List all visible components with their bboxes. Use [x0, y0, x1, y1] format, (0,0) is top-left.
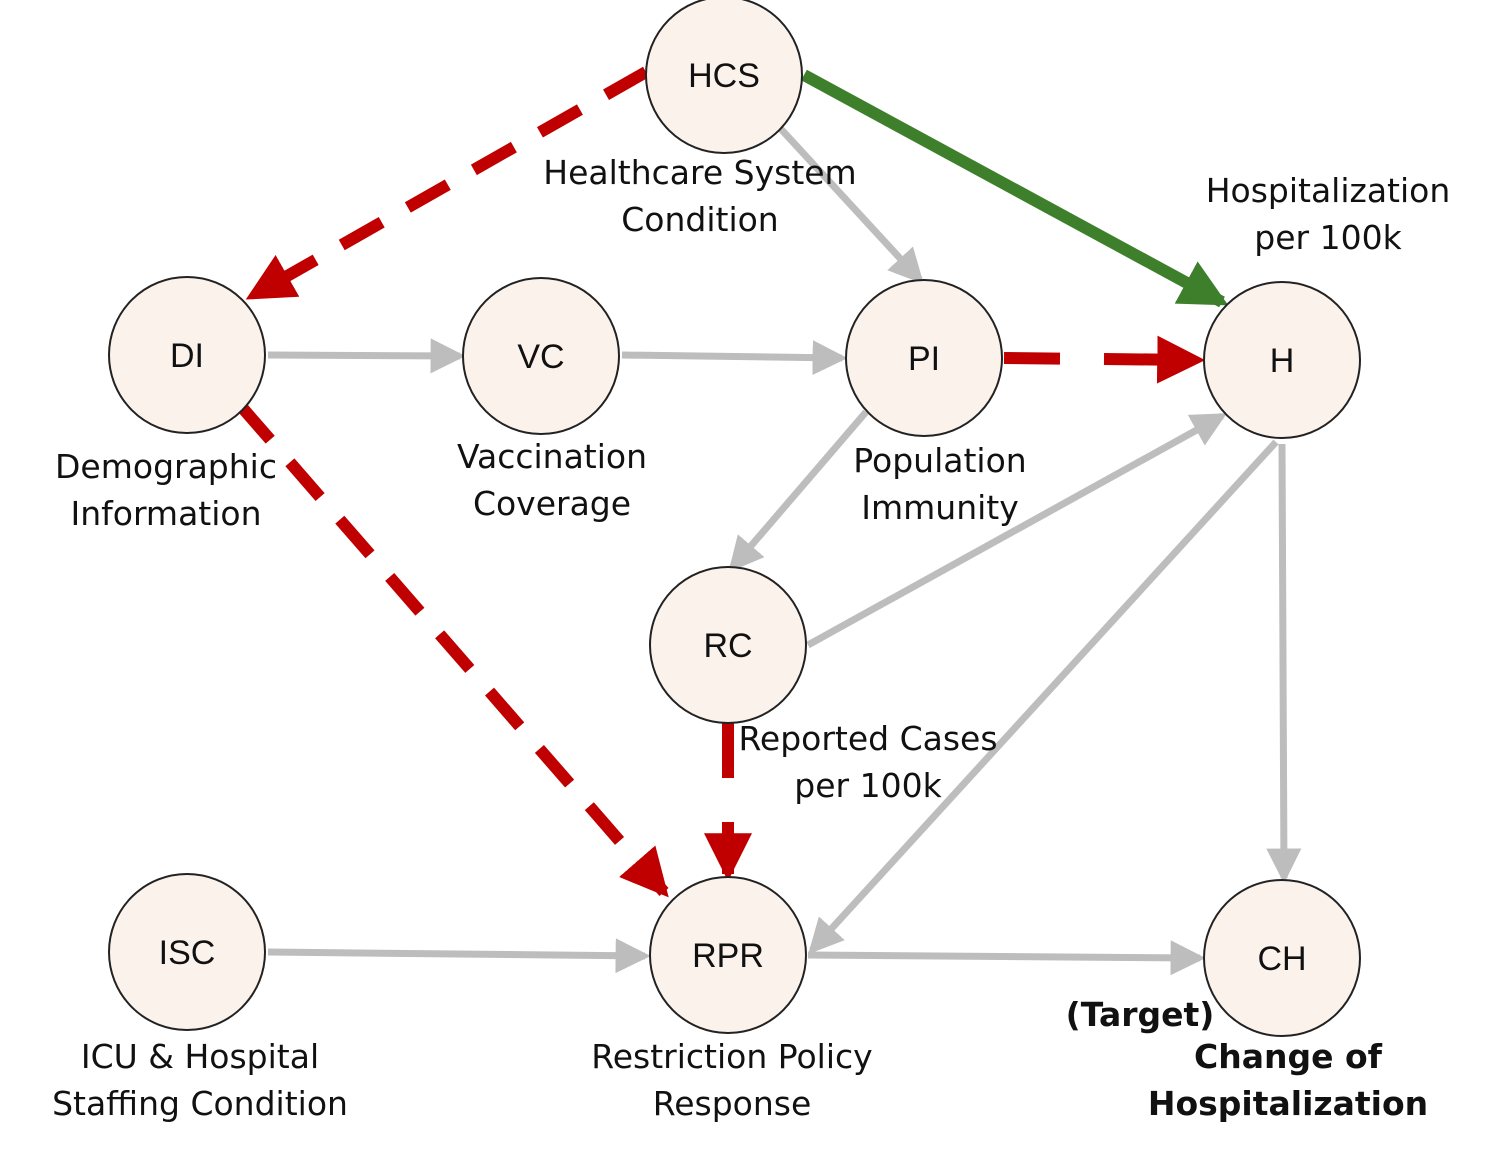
node-label: DI: [170, 337, 204, 375]
edge-h-rpr: [808, 439, 1279, 955]
edge-pi-rc: [728, 409, 869, 573]
edge-isc-rpr: [267, 938, 651, 974]
caption-vc-line1: Vaccination: [457, 437, 647, 476]
node-rpr[interactable]: RPR: [649, 876, 807, 1034]
edge-pi-h: [1003, 335, 1206, 384]
caption-isc-line1: ICU & Hospital: [81, 1037, 319, 1076]
edge-di-rpr: [235, 401, 669, 898]
edge-hcs-pi: [777, 125, 924, 285]
edge-vc-pi: [621, 340, 848, 376]
node-label: RPR: [692, 937, 764, 975]
caption-di-line2: Information: [70, 494, 261, 533]
caption-hcs-line2: Condition: [621, 200, 778, 239]
edge-di-vc: [267, 338, 466, 374]
captions: Healthcare System Condition Demographic …: [52, 153, 1450, 1123]
node-isc[interactable]: ISC: [108, 873, 266, 1031]
edge-hcs-h: [801, 69, 1229, 308]
edges: [235, 66, 1302, 976]
caption-pi-line2: Immunity: [861, 488, 1019, 527]
node-label: RC: [703, 627, 752, 665]
node-label: VC: [517, 338, 564, 376]
caption-vc-line2: Coverage: [473, 484, 631, 523]
edge-h-ch: [1266, 443, 1302, 884]
node-label: PI: [908, 340, 940, 378]
caption-hcs-line1: Healthcare System: [543, 153, 856, 192]
caption-pi-line1: Population: [853, 441, 1026, 480]
node-vc[interactable]: VC: [462, 277, 620, 435]
caption-h-line2: per 100k: [1254, 218, 1402, 257]
node-di[interactable]: DI: [108, 276, 266, 434]
node-rc[interactable]: RC: [649, 566, 807, 724]
node-label: H: [1270, 342, 1295, 380]
node-h[interactable]: H: [1203, 281, 1361, 439]
caption-h-line1: Hospitalization: [1206, 171, 1451, 210]
node-pi[interactable]: PI: [845, 279, 1003, 437]
caption-rpr-line1: Restriction Policy: [591, 1037, 872, 1076]
target-tag: (Target): [1066, 995, 1215, 1034]
caption-ch-line1: Change of: [1194, 1037, 1383, 1076]
caption-ch-line2: Hospitalization: [1148, 1084, 1428, 1123]
caption-rc-line2: per 100k: [794, 766, 942, 805]
edge-rc-h: [806, 412, 1227, 649]
caption-rpr-line2: Response: [653, 1084, 812, 1123]
node-label: HCS: [688, 57, 760, 95]
node-label: ISC: [159, 934, 216, 972]
caption-di-line1: Demographic: [55, 447, 277, 486]
caption-isc-line2: Staffing Condition: [52, 1084, 348, 1123]
edge-rpr-ch: [807, 940, 1206, 976]
node-ch[interactable]: CH: [1203, 879, 1361, 1037]
node-label: CH: [1257, 940, 1306, 978]
node-hcs[interactable]: HCS: [645, 0, 803, 154]
caption-rc-line1: Reported Cases: [738, 719, 997, 758]
